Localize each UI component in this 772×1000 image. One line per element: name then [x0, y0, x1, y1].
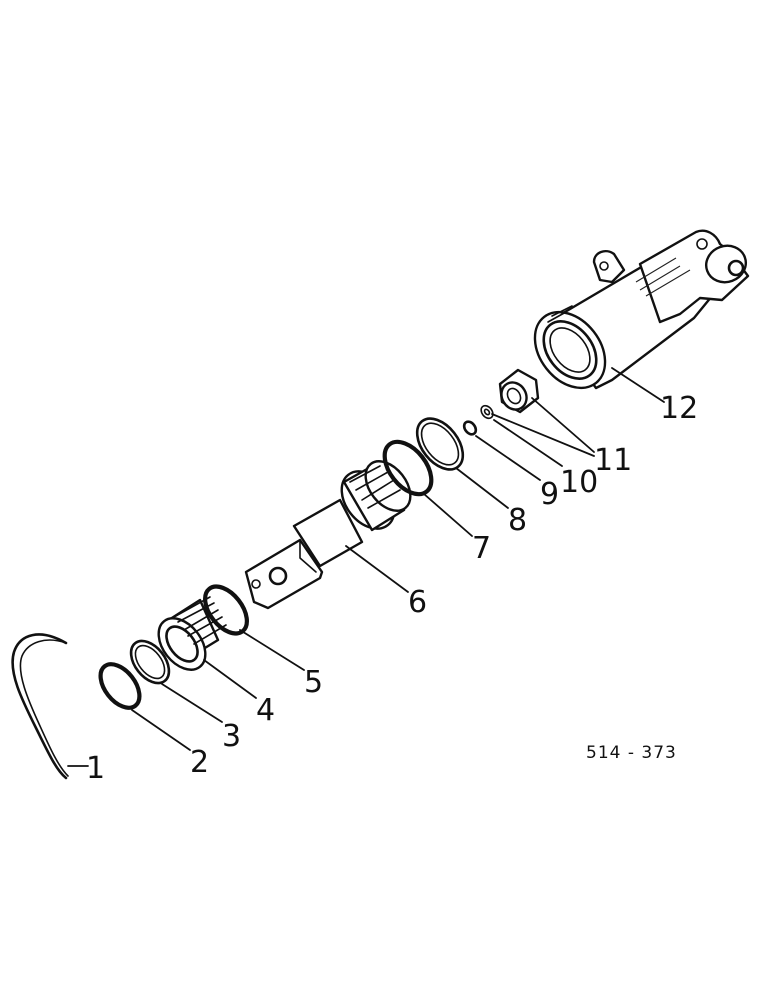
callout-8: 8 — [508, 503, 527, 538]
callout-11: 11 — [594, 443, 632, 478]
leader-11b — [531, 397, 595, 453]
callout-9: 9 — [540, 477, 559, 512]
leader-8 — [455, 467, 509, 509]
part-10-washer — [480, 404, 494, 420]
callout-6: 6 — [408, 585, 427, 620]
part-6-piston-rod — [244, 460, 412, 610]
leader-4 — [203, 659, 257, 699]
part-8-backup-ring — [415, 417, 465, 471]
callout-2: 2 — [190, 745, 209, 780]
leader-5 — [239, 629, 305, 671]
callout-12: 12 — [660, 391, 698, 426]
leader-10 — [493, 419, 563, 467]
callout-7: 7 — [472, 531, 491, 566]
drawing-reference-code: 514 - 373 — [586, 743, 677, 763]
leader-12 — [611, 367, 665, 403]
callout-4: 4 — [256, 693, 275, 728]
leader-7 — [423, 493, 473, 537]
part-3-backup-ring — [129, 639, 171, 685]
leader-6 — [345, 545, 409, 593]
part-12-cylinder-barrel — [533, 229, 750, 390]
part-7-o-ring — [382, 439, 434, 497]
callout-10: 10 — [560, 465, 598, 500]
part-1-retaining-wire — [11, 633, 69, 780]
part-9-small-ring — [462, 420, 478, 436]
leader-2 — [131, 709, 191, 751]
part-4-gland — [157, 596, 227, 671]
callout-1: 1 — [86, 751, 105, 786]
leader-9 — [475, 435, 541, 481]
callout-5: 5 — [304, 665, 323, 700]
leader-3 — [161, 683, 223, 723]
leader-11a — [491, 413, 595, 457]
part-2-o-ring — [98, 662, 142, 710]
part-11-fitting — [498, 368, 540, 414]
leader-lines — [67, 367, 665, 767]
callout-3: 3 — [222, 719, 241, 754]
callout-labels: 1 2 3 4 5 6 7 8 9 10 11 12 — [86, 391, 698, 786]
